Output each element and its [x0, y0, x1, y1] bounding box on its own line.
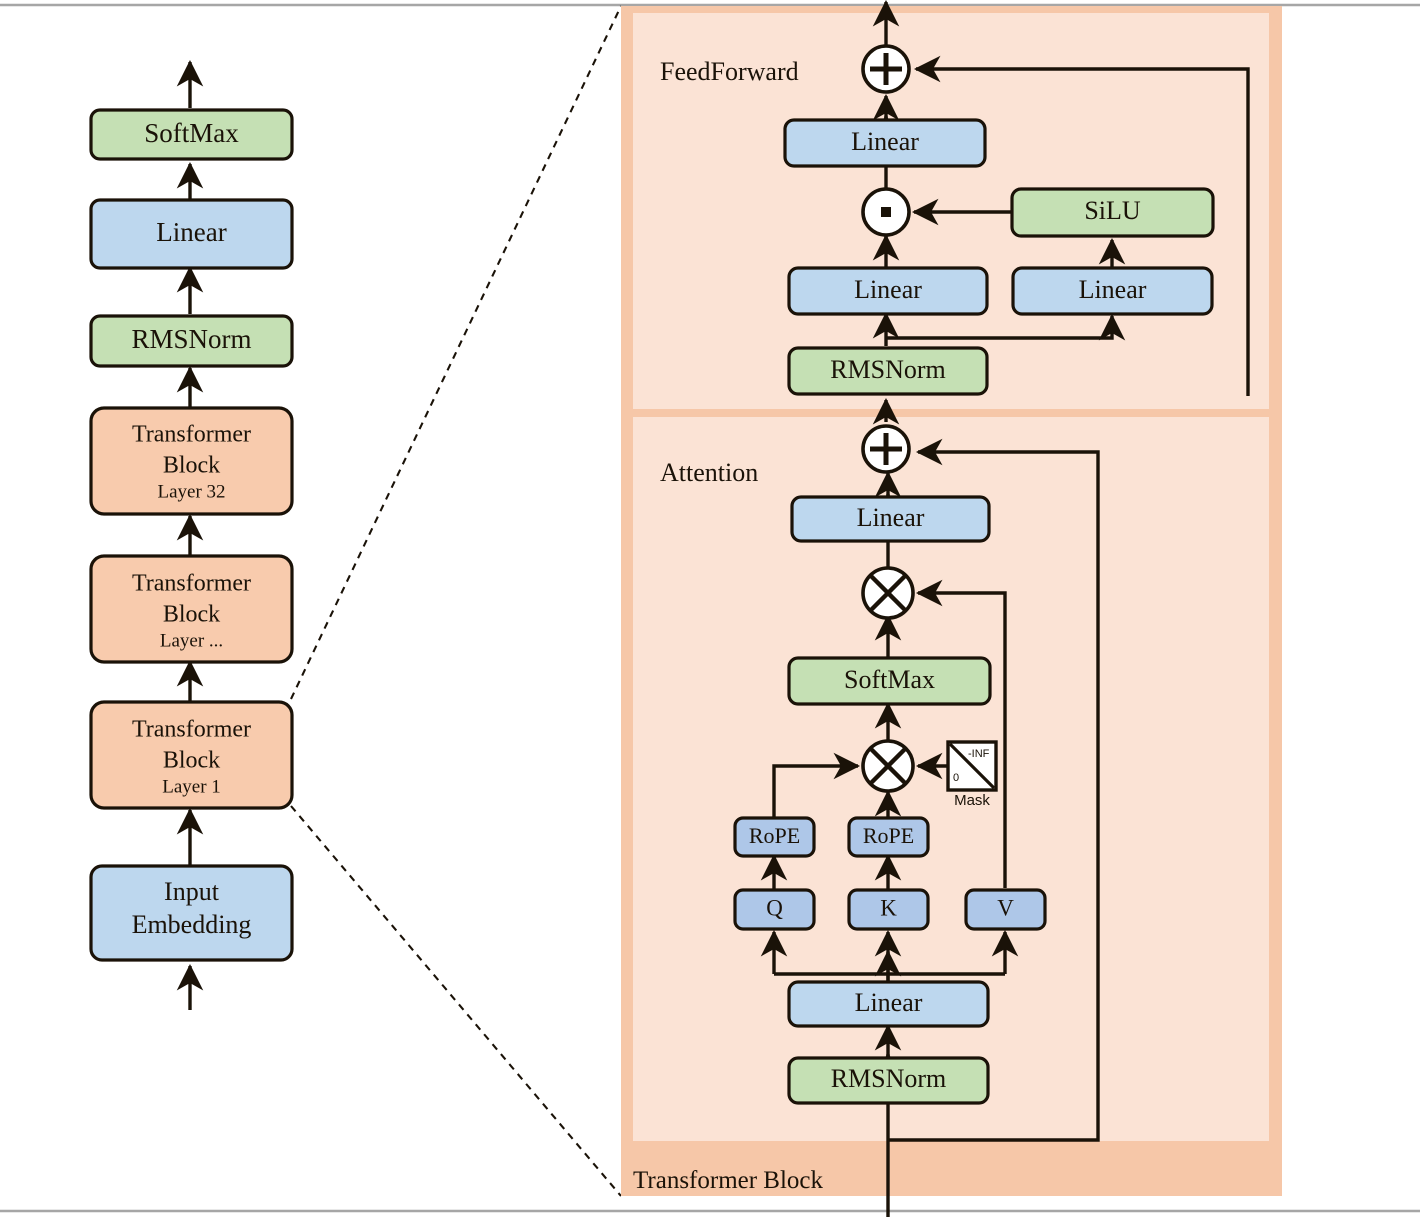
- panel-outer-label: Transformer Block: [633, 1167, 824, 1194]
- feedforward-section-label: FeedForward: [660, 57, 799, 86]
- stack-node-label-line2: Block: [163, 748, 220, 774]
- attn-softmax[interactable]: SoftMax: [787, 656, 992, 706]
- mask-upper-value: -INF: [968, 748, 990, 760]
- stack-node-rmsnorm-final[interactable]: RMSNorm: [89, 314, 294, 368]
- attention-section-label: Attention: [660, 458, 758, 487]
- mask-icon[interactable]: 0 -INF Mask: [946, 740, 998, 809]
- attn-rope-k-label: RoPE: [863, 823, 914, 848]
- stack-node-label-line2: Embedding: [132, 910, 252, 939]
- attn-v[interactable]: V: [964, 888, 1047, 931]
- attn-linear-out-label: Linear: [857, 503, 925, 532]
- zoom-connector-upper: [290, 5, 622, 700]
- attn-rmsnorm[interactable]: RMSNorm: [787, 1056, 990, 1105]
- ff-silu-label: SiLU: [1084, 196, 1141, 225]
- stack-node-input-embedding[interactable]: Input Embedding: [89, 864, 294, 962]
- stack-node-label-line1: Transformer: [132, 717, 251, 743]
- attn-rope-q-label: RoPE: [749, 823, 800, 848]
- attn-linear-qkv[interactable]: Linear: [787, 980, 990, 1028]
- stack-node-label-line1: Transformer: [132, 571, 251, 597]
- stack-node-block-dots[interactable]: Transformer Block Layer ...: [89, 554, 294, 664]
- feedforward-wires: [872, 0, 1250, 409]
- stack-node-label-line2: Block: [163, 602, 220, 628]
- mask-lower-value: 0: [953, 772, 959, 784]
- stack-node-block-1[interactable]: Transformer Block Layer 1: [89, 700, 294, 810]
- ff-elementwise-mul-node[interactable]: ·: [861, 187, 911, 237]
- ff-rmsnorm[interactable]: RMSNorm: [787, 346, 989, 396]
- stack-node-label: RMSNorm: [131, 324, 251, 354]
- attn-matmul-qk[interactable]: [861, 739, 915, 793]
- stack-node-sublabel: Layer ...: [160, 630, 223, 651]
- ff-linear-out-label: Linear: [851, 127, 919, 156]
- attn-softmax-label: SoftMax: [844, 665, 935, 694]
- stack-node-softmax[interactable]: SoftMax: [89, 108, 294, 161]
- attn-k-label: K: [880, 895, 897, 920]
- attn-matmul-scores-value[interactable]: ×: [861, 566, 915, 620]
- attn-add-symbol: +: [886, 448, 887, 450]
- ff-linear-gate[interactable]: Linear: [787, 266, 989, 316]
- attention-wires: [760, 397, 1100, 1217]
- stack-node-linear-head[interactable]: Linear: [89, 198, 294, 270]
- attn-rmsnorm-label: RMSNorm: [831, 1064, 947, 1093]
- stack-node-label: Linear: [156, 217, 226, 247]
- stack-node-block-32[interactable]: Transformer Block Layer 32: [89, 406, 294, 516]
- attn-rope-q[interactable]: RoPE: [733, 816, 816, 858]
- zoom-connector-lines: [290, 5, 622, 1197]
- ff-linear-out[interactable]: Linear: [783, 118, 987, 168]
- stack-node-label-line1: Transformer: [132, 422, 251, 448]
- ff-linear-gate-label: Linear: [854, 275, 922, 304]
- attn-q-label: Q: [766, 895, 783, 920]
- attn-linear-qkv-label: Linear: [855, 988, 923, 1017]
- stack-node-label-line2: Block: [163, 453, 220, 479]
- ff-linear-up-label: Linear: [1079, 275, 1147, 304]
- attn-v-label: V: [997, 895, 1014, 920]
- ff-linear-up[interactable]: Linear: [1011, 266, 1214, 316]
- ff-add-symbol: +: [886, 68, 887, 70]
- ff-rmsnorm-label: RMSNorm: [830, 355, 946, 384]
- attn-matmul-symbol: ×: [888, 591, 889, 594]
- zoom-connector-lower: [290, 805, 622, 1197]
- attn-q[interactable]: Q: [733, 888, 816, 931]
- ff-add-node[interactable]: +: [861, 44, 911, 94]
- attn-add-node[interactable]: +: [861, 424, 911, 474]
- stack-node-sublabel: Layer 1: [162, 776, 221, 797]
- model-stack: SoftMax Linear RMSNorm Transformer Block…: [89, 59, 294, 1010]
- stack-node-label: SoftMax: [144, 118, 239, 148]
- mask-caption: Mask: [954, 792, 990, 809]
- stack-node-sublabel: Layer 32: [157, 481, 225, 502]
- attn-k[interactable]: K: [847, 888, 930, 931]
- ff-silu[interactable]: SiLU: [1010, 187, 1215, 238]
- attn-rope-k[interactable]: RoPE: [847, 816, 930, 858]
- stack-node-label-line1: Input: [164, 877, 220, 906]
- attn-linear-out[interactable]: Linear: [790, 495, 991, 543]
